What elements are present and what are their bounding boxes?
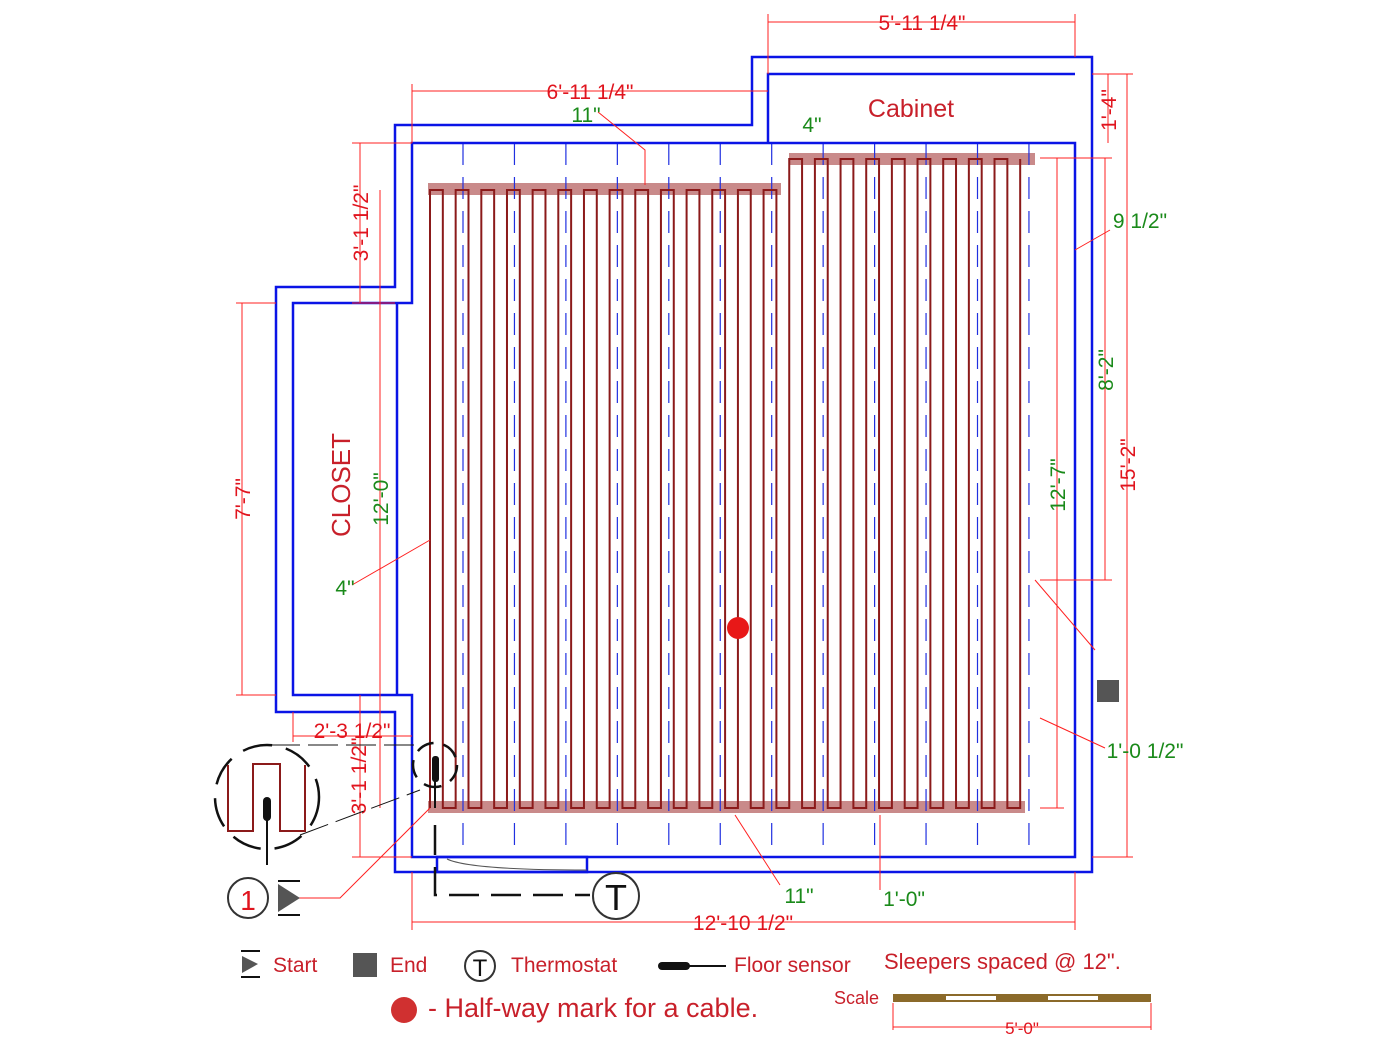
detail-number: 1 <box>240 885 256 916</box>
dim-closet-inner: 12'-0" <box>370 472 393 526</box>
scale-value: 5'-0" <box>1005 1019 1039 1038</box>
offset-bottom-right: 1'-0" <box>883 888 925 911</box>
offset-right-top: 9 1/2" <box>1113 210 1167 233</box>
legend-start: Start <box>273 954 318 977</box>
closet-label: CLOSET <box>326 433 356 537</box>
offset-bottom-left: 11" <box>784 885 813 908</box>
start-icon <box>242 956 258 973</box>
end-icon <box>353 953 377 977</box>
legend: Start End T Thermostat Floor sensor Slee… <box>241 949 1152 1038</box>
dimension-lines <box>236 14 1133 930</box>
dim-top-right: 5'-11 1/4" <box>879 12 966 35</box>
thermostat-icon-symbol: T <box>473 955 488 982</box>
cable-band-top-right <box>789 153 1035 165</box>
offset-top-left: 11" <box>571 104 600 127</box>
offset-top-right: 4" <box>802 114 821 137</box>
offset-right-mid: 8'-2" <box>1095 349 1118 391</box>
legend-end: End <box>390 954 427 977</box>
door <box>435 855 589 874</box>
cable-band-top-left <box>428 183 781 195</box>
scale-bar <box>892 994 1152 1030</box>
dim-left-closet: 7'-7" <box>232 478 255 520</box>
legend-floor-sensor: Floor sensor <box>734 954 851 977</box>
door-swing <box>446 858 588 871</box>
offset-right-bottom: 1'-0 1/2" <box>1107 740 1184 763</box>
legend-thermostat: Thermostat <box>511 954 617 977</box>
sleepers <box>462 143 1030 857</box>
dim-right-inner: 12'-7" <box>1047 458 1070 512</box>
dim-bottom: 12'-10 1/2" <box>693 912 793 935</box>
dim-closet-width: 2'-3 1/2" <box>314 720 391 743</box>
inner-wall <box>291 141 1077 859</box>
offset-closet-side: 4" <box>335 577 354 600</box>
thermostat-symbol: T <box>605 877 627 918</box>
dim-left-upper: 3'-1 1/2" <box>350 185 373 262</box>
dim-top-left: 6'-11 1/4" <box>547 81 634 104</box>
dim-right-total: 15'-2" <box>1117 438 1140 492</box>
floor-sensor-icon <box>658 962 690 970</box>
floor-sensor <box>411 741 590 897</box>
legend-halfway: - Half-way mark for a cable. <box>428 993 758 1023</box>
scale-label: Scale <box>834 988 879 1008</box>
outer-wall <box>274 55 1094 874</box>
thermostat: T <box>592 872 640 920</box>
detail-callout: 1 <box>213 743 421 919</box>
dim-right-cabinet: 1'-4" <box>1098 89 1121 131</box>
legend-sleepers: Sleepers spaced @ 12". <box>884 949 1121 974</box>
thermostat-icon <box>464 950 496 982</box>
heating-cable <box>429 158 1022 809</box>
halfway-mark <box>727 617 749 639</box>
halfway-icon <box>391 997 417 1023</box>
cabinet-label: Cabinet <box>868 95 954 123</box>
end-marker <box>1097 680 1119 702</box>
dim-left-lower: 3'-1 1/2" <box>348 738 371 815</box>
